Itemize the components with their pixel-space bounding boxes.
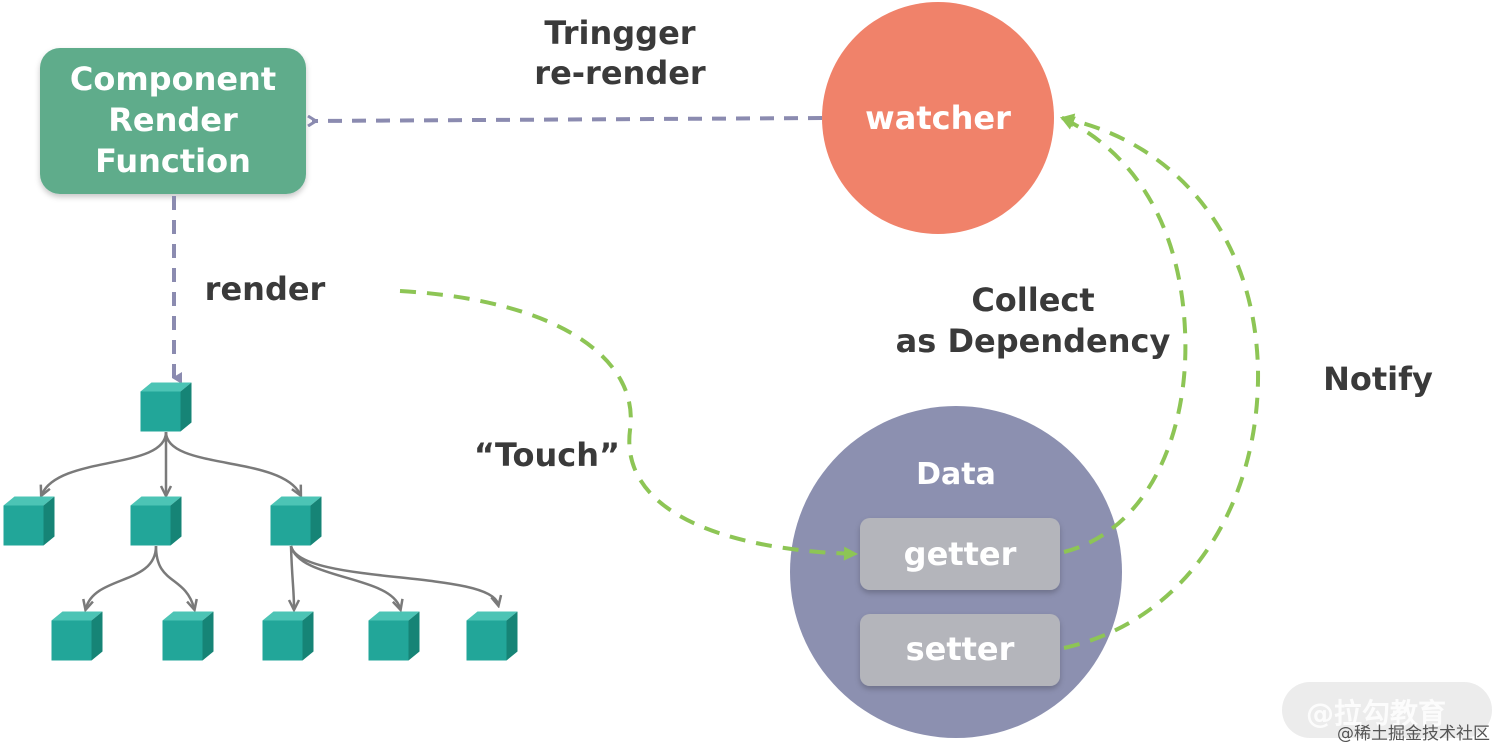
notify-label: Notify <box>1323 360 1433 398</box>
vnode-cube-i <box>466 611 518 661</box>
vdom-tree <box>3 382 518 661</box>
getter-box <box>860 518 1060 590</box>
trigger-label-line2: re-render <box>534 54 706 92</box>
vnode-cube-f <box>262 611 314 661</box>
component-box-shape <box>40 48 306 194</box>
watermark-text: @稀土掘金技术社区 <box>1337 724 1490 744</box>
watcher-label: watcher <box>865 99 1011 137</box>
render-label: render <box>205 270 326 308</box>
data-node: Data getter setter <box>790 406 1122 738</box>
collect-dependency-arrow <box>1060 116 1188 554</box>
component-label-line2: Render <box>108 101 238 139</box>
vnode-cube-e <box>162 611 214 661</box>
watermark-badge: @拉勾教育 <box>1282 682 1492 738</box>
setter-label: setter <box>906 630 1015 668</box>
tree-edge-root-c2 <box>164 431 300 494</box>
collect-label-line1: Collect <box>971 281 1094 319</box>
tree-edge-b-d <box>86 545 158 608</box>
touch-label: “Touch” <box>474 436 620 474</box>
vnode-cube-root <box>140 382 192 432</box>
vnode-cube-d <box>51 611 103 661</box>
notify-arrow <box>1060 113 1261 650</box>
tree-edge-c2-f <box>291 545 294 608</box>
vnode-cube-a <box>3 496 55 546</box>
data-label: Data <box>916 457 996 492</box>
vnode-cube-h <box>368 611 420 661</box>
tree-edge-b-e <box>154 545 194 608</box>
tree-edge-root-a <box>42 431 168 494</box>
tree-edge-c2-h <box>289 545 400 608</box>
watermark-badge-text: @拉勾教育 <box>1306 697 1447 730</box>
watcher-circle <box>822 2 1054 234</box>
vnode-cube-c2 <box>270 496 322 546</box>
trigger-label-line1: Tringger <box>544 14 695 52</box>
collect-label-line2: as Dependency <box>896 322 1171 360</box>
trigger-rerender-arrow <box>312 118 823 121</box>
component-label-line3: Function <box>95 142 251 180</box>
watcher-node: watcher <box>822 2 1054 234</box>
getter-label: getter <box>904 535 1017 573</box>
setter-box <box>860 614 1060 686</box>
touch-arrow <box>399 289 858 561</box>
component-label-line1: Component <box>70 60 276 98</box>
component-render-function-box: Component Render Function <box>40 48 306 194</box>
tree-edge-c2-i <box>289 545 498 604</box>
vnode-cube-b <box>130 496 182 546</box>
